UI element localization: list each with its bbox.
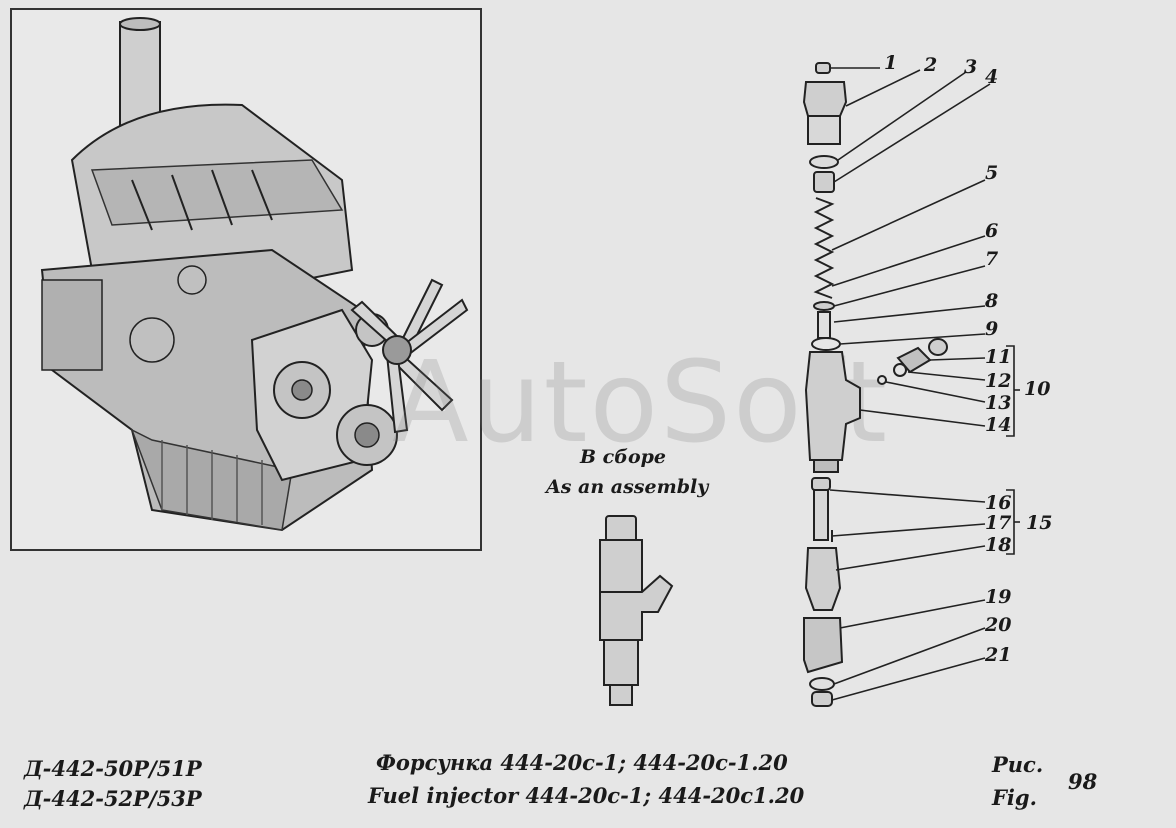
callout-18: 18 <box>985 534 1012 556</box>
callout-9: 9 <box>985 318 999 340</box>
footer-model-2: Д-442-52Р/53Р <box>24 786 202 811</box>
callout-5: 5 <box>985 162 999 184</box>
callout-14: 14 <box>985 414 1012 436</box>
callout-17: 17 <box>985 512 1012 534</box>
callout-19: 19 <box>985 586 1012 608</box>
callout-21: 21 <box>985 644 1012 666</box>
callout-10: 10 <box>1024 378 1051 400</box>
footer-title-ru: Форсунка 444-20с-1; 444-20с-1.20 <box>376 750 788 775</box>
assembly-caption-ru: В сборе <box>580 446 667 468</box>
callout-15: 15 <box>1026 512 1053 534</box>
footer-title-en: Fuel injector 444-20с-1; 444-20с1.20 <box>368 783 805 808</box>
callout-3: 3 <box>964 56 978 78</box>
footer-fig-number: 98 <box>1068 769 1098 794</box>
callout-12: 12 <box>985 370 1012 392</box>
engine-illustration <box>10 8 482 551</box>
callout-11: 11 <box>985 346 1012 368</box>
callout-2: 2 <box>924 54 938 76</box>
engine-drawing <box>40 17 469 532</box>
callout-20: 20 <box>985 614 1012 636</box>
footer-model-1: Д-442-50Р/51Р <box>24 756 202 781</box>
callout-8: 8 <box>985 290 999 312</box>
callout-6: 6 <box>985 220 999 242</box>
callout-7: 7 <box>985 248 999 270</box>
callout-16: 16 <box>985 492 1012 514</box>
footer-fig-en: Fig. <box>992 785 1037 810</box>
assembly-caption-en: As an assembly <box>546 476 709 498</box>
footer-fig-ru: Рис. <box>992 752 1044 777</box>
callout-4: 4 <box>985 66 999 88</box>
callout-13: 13 <box>985 392 1012 414</box>
callout-1: 1 <box>884 52 898 74</box>
